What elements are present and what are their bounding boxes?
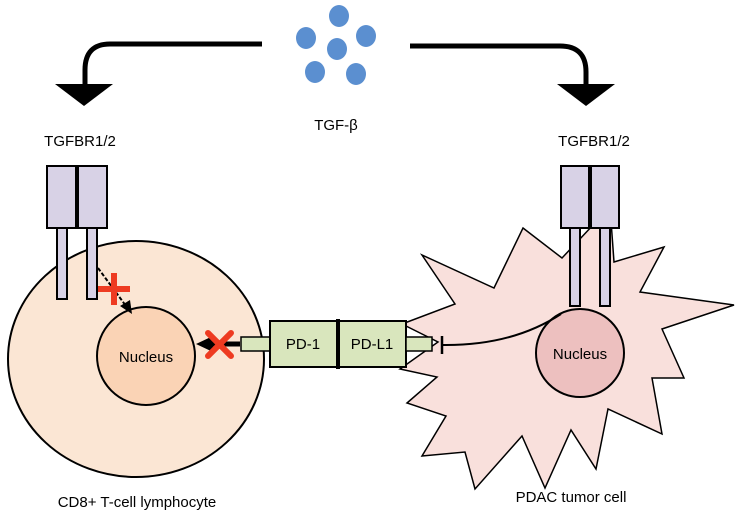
tgf-beta-molecule: [327, 38, 347, 60]
tumor-nucleus: [535, 308, 625, 398]
tumor-caption: PDAC tumor cell: [516, 489, 627, 506]
pd1-stem: [240, 336, 272, 352]
tcell-signal-arrow: [97, 267, 132, 314]
tgf-beta-molecule: [305, 61, 325, 83]
inhibition-x-icon: [205, 330, 234, 359]
tumor-inhibition-line: [440, 313, 562, 354]
inhibition-cross-icon: [98, 273, 130, 305]
pd1-label: PD-1: [286, 336, 320, 353]
tcell-tgfbr-receptor: [46, 165, 108, 300]
pdl1-label: PD-L1: [351, 336, 394, 353]
tumor-receptor-label: TGFBR1/2: [558, 133, 630, 150]
tgf-beta-molecule: [329, 5, 349, 27]
arrow-to-tcell-receptor: [55, 41, 262, 106]
tcell-nucleus: [96, 306, 196, 406]
pdl1-box: [338, 320, 407, 368]
tgf-beta-label: TGF-β: [314, 117, 358, 134]
tcell-nucleus-label: Nucleus: [119, 349, 173, 366]
tumor-nucleus-label: Nucleus: [553, 346, 607, 363]
tgf-beta-ligand-cluster: [296, 5, 376, 85]
pd1-pdl1-checkpoint: PD-1 PD-L1: [240, 319, 433, 369]
tcell-receptor-label: TGFBR1/2: [44, 133, 116, 150]
tumor-tgfbr-receptor: [560, 165, 620, 307]
tgf-beta-molecule: [356, 25, 376, 47]
tgf-beta-molecule: [346, 63, 366, 85]
tcell-caption: CD8+ T-cell lymphocyte: [58, 494, 217, 511]
pdl1-stem: [405, 336, 433, 352]
tgf-beta-molecule: [296, 27, 316, 49]
arrow-to-tumor-receptor: [410, 43, 615, 106]
